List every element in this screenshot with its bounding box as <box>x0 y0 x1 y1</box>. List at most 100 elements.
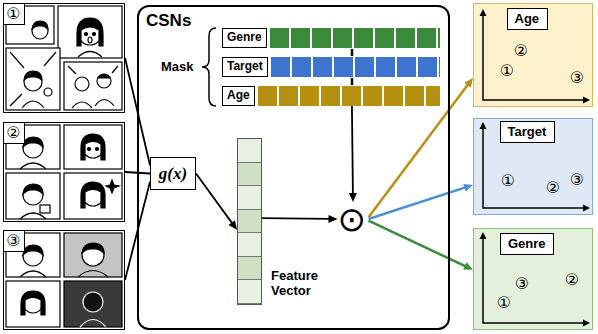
connector-line <box>369 221 466 267</box>
eye <box>88 148 91 151</box>
face <box>23 185 43 205</box>
body <box>72 102 92 108</box>
mouth <box>88 37 92 43</box>
hair <box>81 182 105 208</box>
mask-label: Age <box>222 86 255 106</box>
manga-panel <box>64 233 122 277</box>
manga-panel <box>6 48 60 110</box>
callout-number: ③ <box>3 230 25 252</box>
vector-cell <box>238 139 261 163</box>
callout-number: ② <box>565 272 579 288</box>
axis-head <box>480 9 487 16</box>
eye <box>96 148 99 151</box>
connector <box>262 215 338 223</box>
body <box>20 163 46 169</box>
csn-module: CSNsGenreTargetAge g(x) Feature Vector ⊙ Mas… <box>137 5 450 330</box>
axis-head <box>583 97 590 104</box>
connector <box>196 174 237 230</box>
vector-cell <box>238 233 261 257</box>
eye <box>85 33 88 36</box>
callout-number: ① <box>3 3 25 25</box>
arrowhead <box>463 262 473 269</box>
vector-cell <box>238 280 261 304</box>
arrowhead <box>228 220 237 230</box>
mask-brace <box>202 28 216 106</box>
face <box>83 292 103 312</box>
embedding-space: ①②③Age <box>473 3 593 107</box>
mask-bar <box>271 57 440 77</box>
body <box>22 101 44 108</box>
connector <box>369 184 474 219</box>
mask-label: Genre <box>222 28 267 48</box>
manga-page: ③ <box>3 230 125 330</box>
callout-number: ③ <box>570 172 584 188</box>
hair <box>82 243 104 253</box>
hair <box>23 184 43 194</box>
arrowhead <box>463 184 473 192</box>
body <box>20 213 46 219</box>
arrowhead <box>464 78 473 88</box>
callout-number: ① <box>501 173 515 189</box>
hadamard-product: ⊙ <box>338 202 369 236</box>
body <box>20 271 46 277</box>
arrowhead <box>328 215 337 223</box>
axis-head <box>480 232 487 239</box>
eye <box>93 33 96 36</box>
panel-fill <box>473 3 593 107</box>
vector-cell <box>238 210 261 234</box>
mask-row: Target <box>222 57 440 77</box>
embedding-space: ①②③Target <box>473 118 593 215</box>
feature-vector: Feature Vector <box>237 138 262 305</box>
body <box>95 100 114 107</box>
action-line <box>10 52 24 68</box>
callout-number: ① <box>497 295 511 311</box>
hair <box>21 291 45 315</box>
manga-page: ① <box>3 3 125 113</box>
dash <box>351 78 354 85</box>
connector <box>349 106 357 202</box>
callout-number: ② <box>3 122 25 144</box>
mask-row: Age <box>222 86 440 106</box>
vector-cell <box>238 186 261 210</box>
action-line <box>68 66 76 74</box>
manga-art <box>6 6 122 327</box>
action-line <box>112 66 118 73</box>
hair <box>98 75 110 79</box>
module-title: CSNs <box>146 11 191 31</box>
hair <box>32 21 48 29</box>
space-label: Genre <box>508 234 546 253</box>
manga-panel <box>64 62 122 110</box>
face <box>82 244 104 266</box>
connector-line <box>262 217 330 220</box>
dash <box>351 49 354 56</box>
panel-fill <box>473 228 593 330</box>
mask-row: Genre <box>222 28 440 48</box>
panel-fill <box>473 118 593 215</box>
body <box>78 52 102 58</box>
vector-cell <box>238 163 261 187</box>
mask-bar <box>258 86 440 106</box>
function-label: g(x) <box>159 164 187 184</box>
callout-number: ① <box>500 63 514 79</box>
mask-bar <box>270 28 440 48</box>
action-line <box>44 52 56 66</box>
group-label: Mask <box>161 59 194 74</box>
manga-panel <box>6 173 60 219</box>
face <box>23 138 43 158</box>
embedding-space: ① ② ③ Genre <box>473 228 593 330</box>
axes <box>483 15 584 323</box>
gift-box <box>40 205 50 213</box>
space-title: Genre <box>500 233 554 255</box>
space-title: Target <box>500 121 555 143</box>
hair <box>77 18 103 46</box>
callout-number: ③ <box>515 276 529 292</box>
fist <box>44 88 52 96</box>
manga-panel <box>6 281 60 327</box>
callout-number: ③ <box>570 70 584 86</box>
hair <box>23 137 43 147</box>
connector-line <box>351 106 354 194</box>
operator-symbol: ⊙ <box>338 202 369 236</box>
connector-line <box>369 187 466 219</box>
space-title: Age <box>507 8 548 30</box>
